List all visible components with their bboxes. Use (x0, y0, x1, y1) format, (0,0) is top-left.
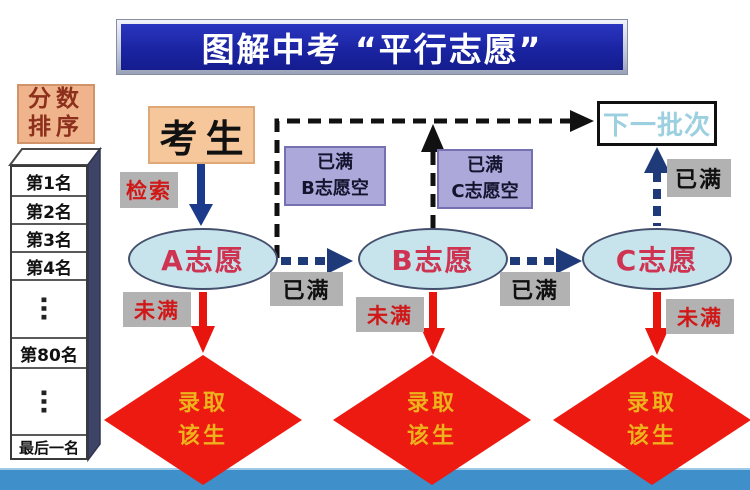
not-full-label-a: 未满 (123, 292, 191, 327)
full-b-empty-line2: B志愿空 (301, 178, 369, 199)
admit-b-line2: 该生 (406, 424, 457, 449)
admit-b-line1: 录取 (406, 391, 457, 416)
full-label-c-to-next: 已满 (667, 159, 731, 197)
rank-row-2: 第2名 (12, 195, 86, 223)
applicant-node: 考生 (148, 106, 255, 164)
score-sort-line2: 排序 (28, 114, 84, 140)
dashed-arrow-a-to-b (281, 248, 353, 274)
admit-a-line2: 该生 (177, 424, 228, 449)
rank-list-top-face (8, 148, 102, 166)
choice-a-node: A志愿 (128, 228, 278, 290)
score-sort-line1: 分数 (28, 86, 84, 113)
admit-a-line1: 录取 (177, 391, 228, 416)
ranking-list: 第1名 第2名 第3名 第4名 … 第80名 … 最后一名 (10, 165, 88, 460)
rank-ellipsis-2: … (34, 388, 64, 415)
rank-row-4: 第4名 (12, 251, 86, 279)
full-c-empty-line1: 已满 (467, 154, 503, 176)
not-full-label-b: 未满 (356, 297, 424, 332)
next-batch-node: 下一批次 (597, 101, 717, 146)
admit-diamond-c: 录取 该生 (553, 355, 750, 485)
admit-diamond-a: 录取 该生 (104, 355, 302, 485)
rank-row-3: 第3名 (12, 223, 86, 251)
rank-row-1: 第1名 (26, 173, 72, 194)
full-label-b-to-c: 已满 (500, 272, 570, 306)
rank-row-last: 最后一名 (12, 434, 86, 458)
choice-b-node: B志愿 (358, 228, 508, 290)
score-sort-header: 分数 排序 (17, 84, 95, 144)
page-title: 图解中考 “平行志愿” (121, 24, 623, 70)
arrow-applicant-to-a (189, 160, 213, 226)
full-c-empty-line2: C志愿空 (451, 181, 519, 202)
choice-c-node: C志愿 (582, 228, 732, 290)
admit-diamond-b: 录取 该生 (333, 355, 531, 485)
dashed-arrow-b-to-c (510, 248, 582, 274)
full-b-empty-line1: 已满 (317, 151, 353, 173)
full-c-empty-box: 已满 C志愿空 (437, 149, 533, 209)
red-arrow-a-to-admit (191, 292, 215, 353)
admit-c-line1: 录取 (626, 391, 677, 416)
search-label: 检索 (120, 172, 178, 208)
rank-list-side-face (87, 146, 101, 463)
full-b-empty-box: 已满 B志愿空 (284, 146, 386, 206)
title-banner: 图解中考 “平行志愿” (116, 19, 628, 75)
admit-c-line2: 该生 (626, 424, 677, 449)
rank-ellipsis-1: … (34, 295, 64, 323)
full-label-a-to-b: 已满 (270, 272, 343, 306)
not-full-label-c: 未满 (666, 299, 734, 334)
red-arrow-b-to-admit (421, 292, 445, 355)
rank-row-80: 第80名 (12, 337, 86, 367)
